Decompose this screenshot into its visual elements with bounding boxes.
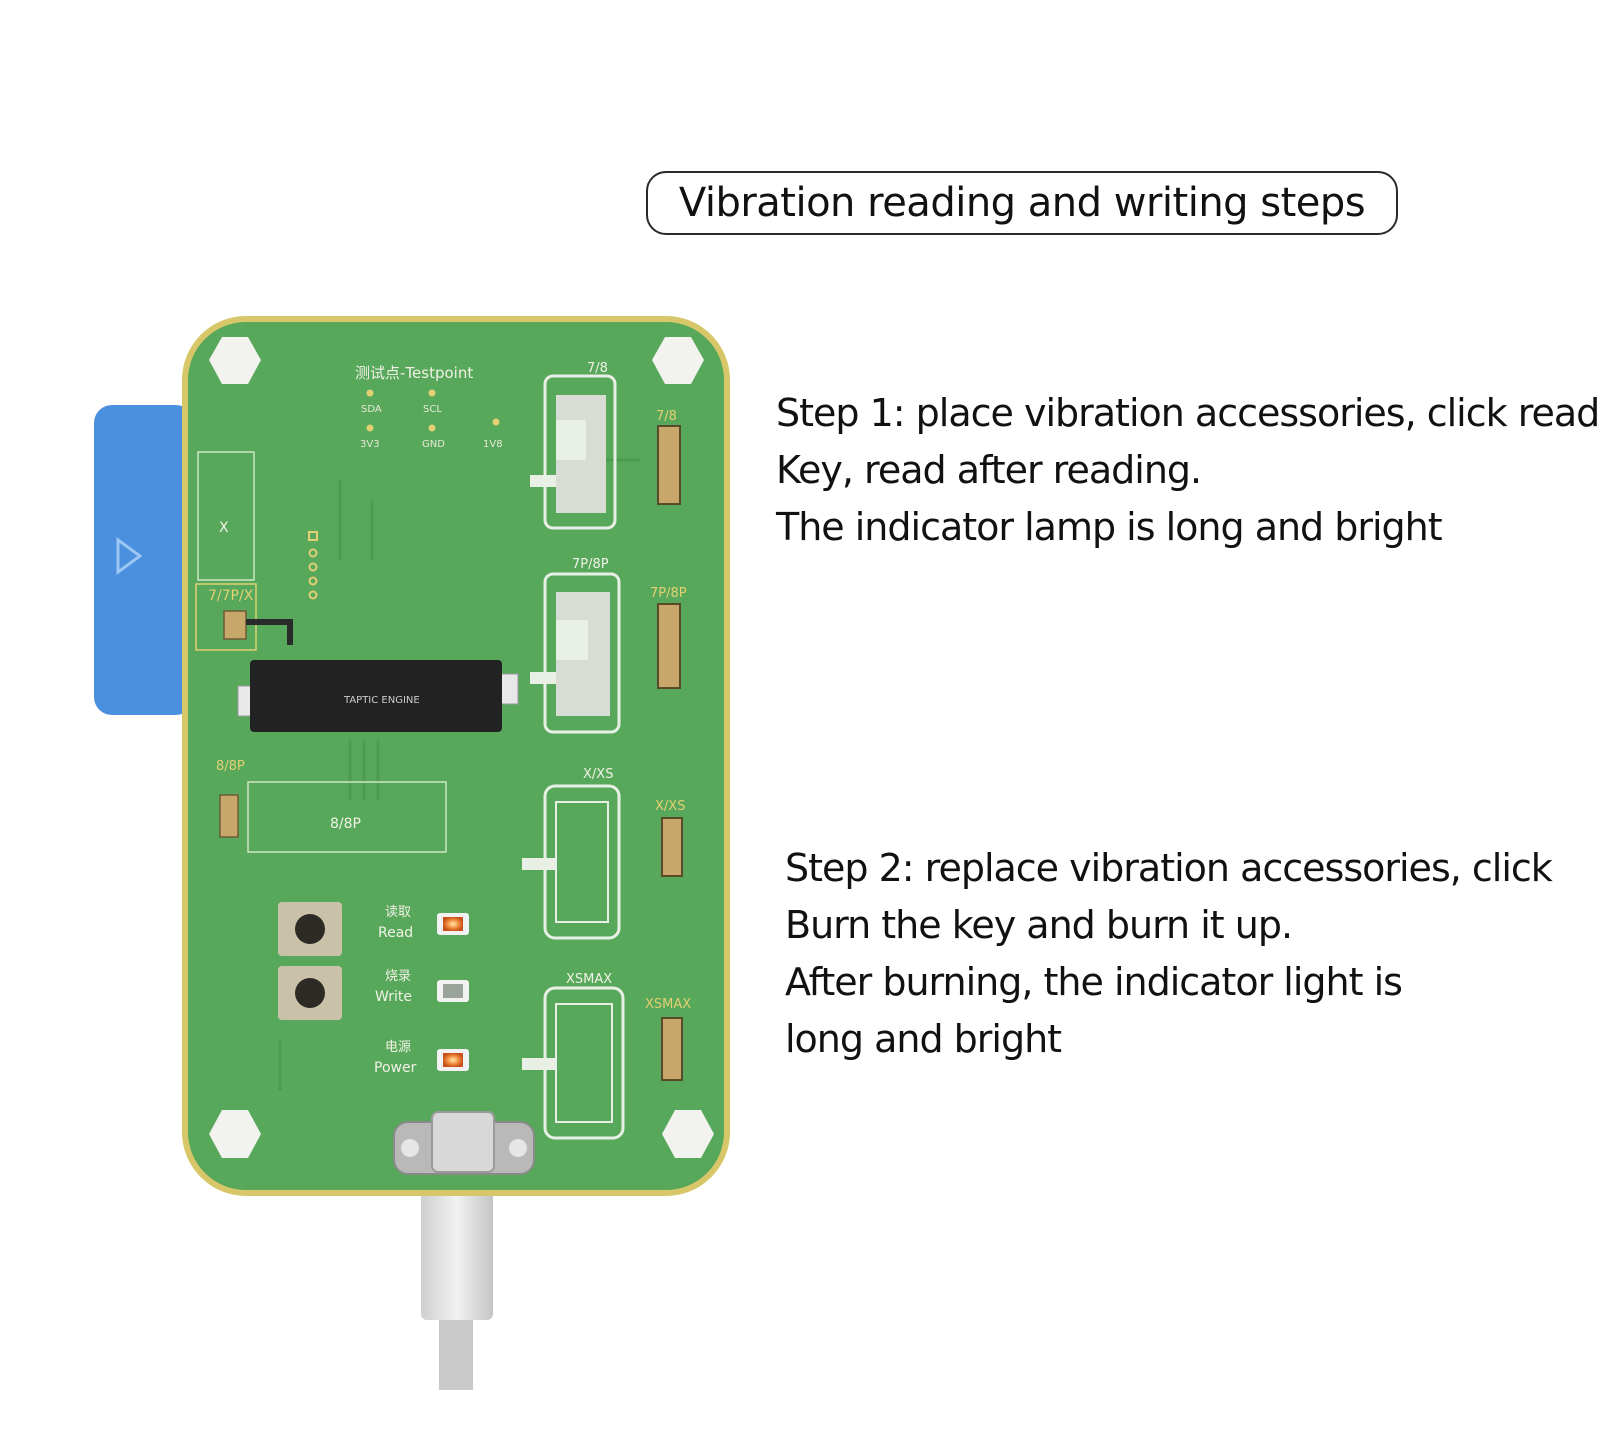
- read-indicator-led: [443, 917, 463, 931]
- standoff-top-left: [209, 337, 261, 384]
- step-1-instructions: Step 1: place vibration accessories, cli…: [776, 385, 1600, 556]
- write-label: Write: [375, 989, 412, 1005]
- testpoint-label: GND: [422, 439, 445, 450]
- slot-7-8-label: 7/8: [587, 361, 608, 376]
- phone-slot-x-xs: X/XS: [522, 767, 621, 940]
- usb-plug: [421, 1190, 493, 1320]
- phone-slot-7-8: 7/8: [530, 361, 617, 530]
- power-label: Power: [374, 1060, 417, 1076]
- write-indicator-led: [443, 984, 463, 998]
- blue-tab: [94, 405, 194, 715]
- slot-x-label: X: [219, 520, 229, 536]
- connector-8-8p: [219, 794, 239, 838]
- step-2-instructions: Step 2: replace vibration accessories, c…: [785, 840, 1553, 1068]
- phone-slot-xsmax: XSMAX: [522, 972, 625, 1140]
- taptic-engine: [250, 660, 502, 732]
- connector-7-8: [657, 425, 681, 505]
- power-label-cn: 电源: [385, 1040, 411, 1055]
- standoff-bottom-left: [209, 1110, 261, 1158]
- connector-7p-8p: [657, 603, 681, 689]
- phone-slot-7p-8p: 7P/8P: [530, 557, 621, 734]
- read-label: Read: [378, 925, 413, 941]
- slot-7-7p-x-label: 7/7P/X: [208, 588, 254, 604]
- page-title: Vibration reading and writing steps: [646, 171, 1398, 235]
- step-1-line: The indicator lamp is long and bright: [776, 505, 1443, 549]
- testpoint-label: 3V3: [360, 439, 380, 450]
- engine-label: TAPTIC ENGINE: [343, 695, 420, 706]
- step-2-line: long and bright: [785, 1017, 1062, 1061]
- testpoint-label: 1V8: [483, 439, 503, 450]
- connector-xsmax-label: XSMAX: [645, 997, 691, 1012]
- slot-x-xs-label: X/XS: [583, 767, 613, 782]
- tab-arrow-icon: [116, 537, 143, 575]
- step-2-line: Step 2: replace vibration accessories, c…: [785, 846, 1553, 890]
- small-connector: [223, 610, 247, 640]
- slot-8-8p-label: 8/8P: [216, 759, 245, 774]
- connector-7-8-label: 7/8: [656, 409, 677, 424]
- connector-x-xs: [661, 817, 683, 877]
- power-indicator-led: [443, 1053, 463, 1067]
- step-1-line: Key, read after reading.: [776, 448, 1202, 492]
- slot-8-8p-inner-label: 8/8P: [330, 816, 361, 832]
- testpoint-label: SDA: [361, 404, 382, 415]
- connector-7p-8p-label: 7P/8P: [650, 586, 687, 601]
- step-1-line: Step 1: place vibration accessories, cli…: [776, 391, 1600, 435]
- write-label-cn: 烧录: [385, 969, 411, 984]
- connector-x-xs-label: X/XS: [655, 799, 685, 814]
- step-2-line: Burn the key and burn it up.: [785, 903, 1293, 947]
- standoff-top-right: [652, 337, 704, 384]
- step-2-line: After burning, the indicator light is: [785, 960, 1403, 1004]
- testpoint-label: SCL: [423, 404, 442, 415]
- connector-xsmax: [661, 1017, 683, 1081]
- testpoint-title: 测试点-Testpoint: [355, 364, 473, 382]
- slot-7p-8p-label: 7P/8P: [572, 557, 609, 572]
- slot-x-outline: [197, 451, 255, 581]
- slot-xsmax-label: XSMAX: [566, 972, 612, 987]
- standoff-bottom-right: [662, 1110, 714, 1158]
- read-label-cn: 读取: [385, 905, 411, 920]
